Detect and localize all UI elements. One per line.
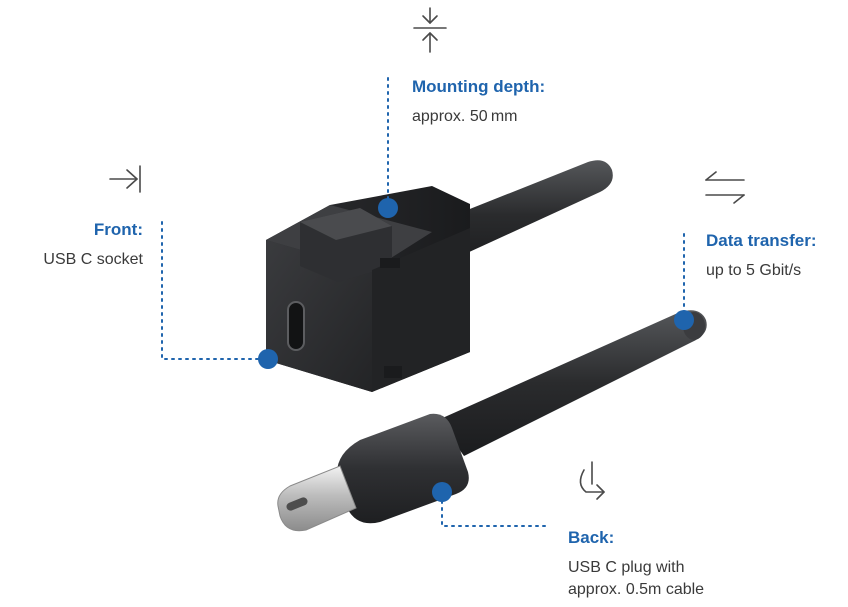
back-description-line-1: USB C plug with — [568, 559, 685, 576]
back-marker-dot — [432, 482, 452, 502]
back-leader-line — [441, 493, 551, 527]
keystone-socket — [266, 186, 470, 392]
mounting-depth-title: Mounting depth: — [412, 77, 546, 96]
depth-marker-dot — [378, 198, 398, 218]
back-description-line-2: approx. 0.5m cable — [568, 581, 705, 598]
front-description: USB C socket — [43, 251, 143, 268]
bidirectional-arrows-icon — [705, 171, 745, 204]
front-marker-dot — [258, 349, 278, 369]
data-transfer-description: up to 5 Gbit/s — [706, 262, 802, 279]
callout-data-transfer: Data transfer: up to 5 Gbit/s — [706, 230, 817, 282]
data-marker-dot — [674, 310, 694, 330]
callout-mounting-depth: Mounting depth: approx. 50 mm — [412, 76, 545, 128]
arrow-to-line-icon — [109, 165, 141, 193]
front-title: Front: — [93, 220, 143, 239]
compress-vertical-icon — [413, 7, 447, 53]
front-leader-line — [161, 221, 269, 360]
turn-down-right-icon — [579, 461, 605, 500]
usb-c-plug — [277, 413, 469, 532]
lower-cable — [438, 310, 707, 456]
callout-back: Back: USB C plug with approx. 0.5m cable — [568, 527, 704, 601]
data-transfer-title: Data transfer: — [706, 231, 817, 250]
mounting-depth-description: approx. 50 mm — [412, 108, 518, 125]
back-title: Back: — [568, 528, 615, 547]
callout-front: Front: USB C socket — [43, 219, 143, 271]
